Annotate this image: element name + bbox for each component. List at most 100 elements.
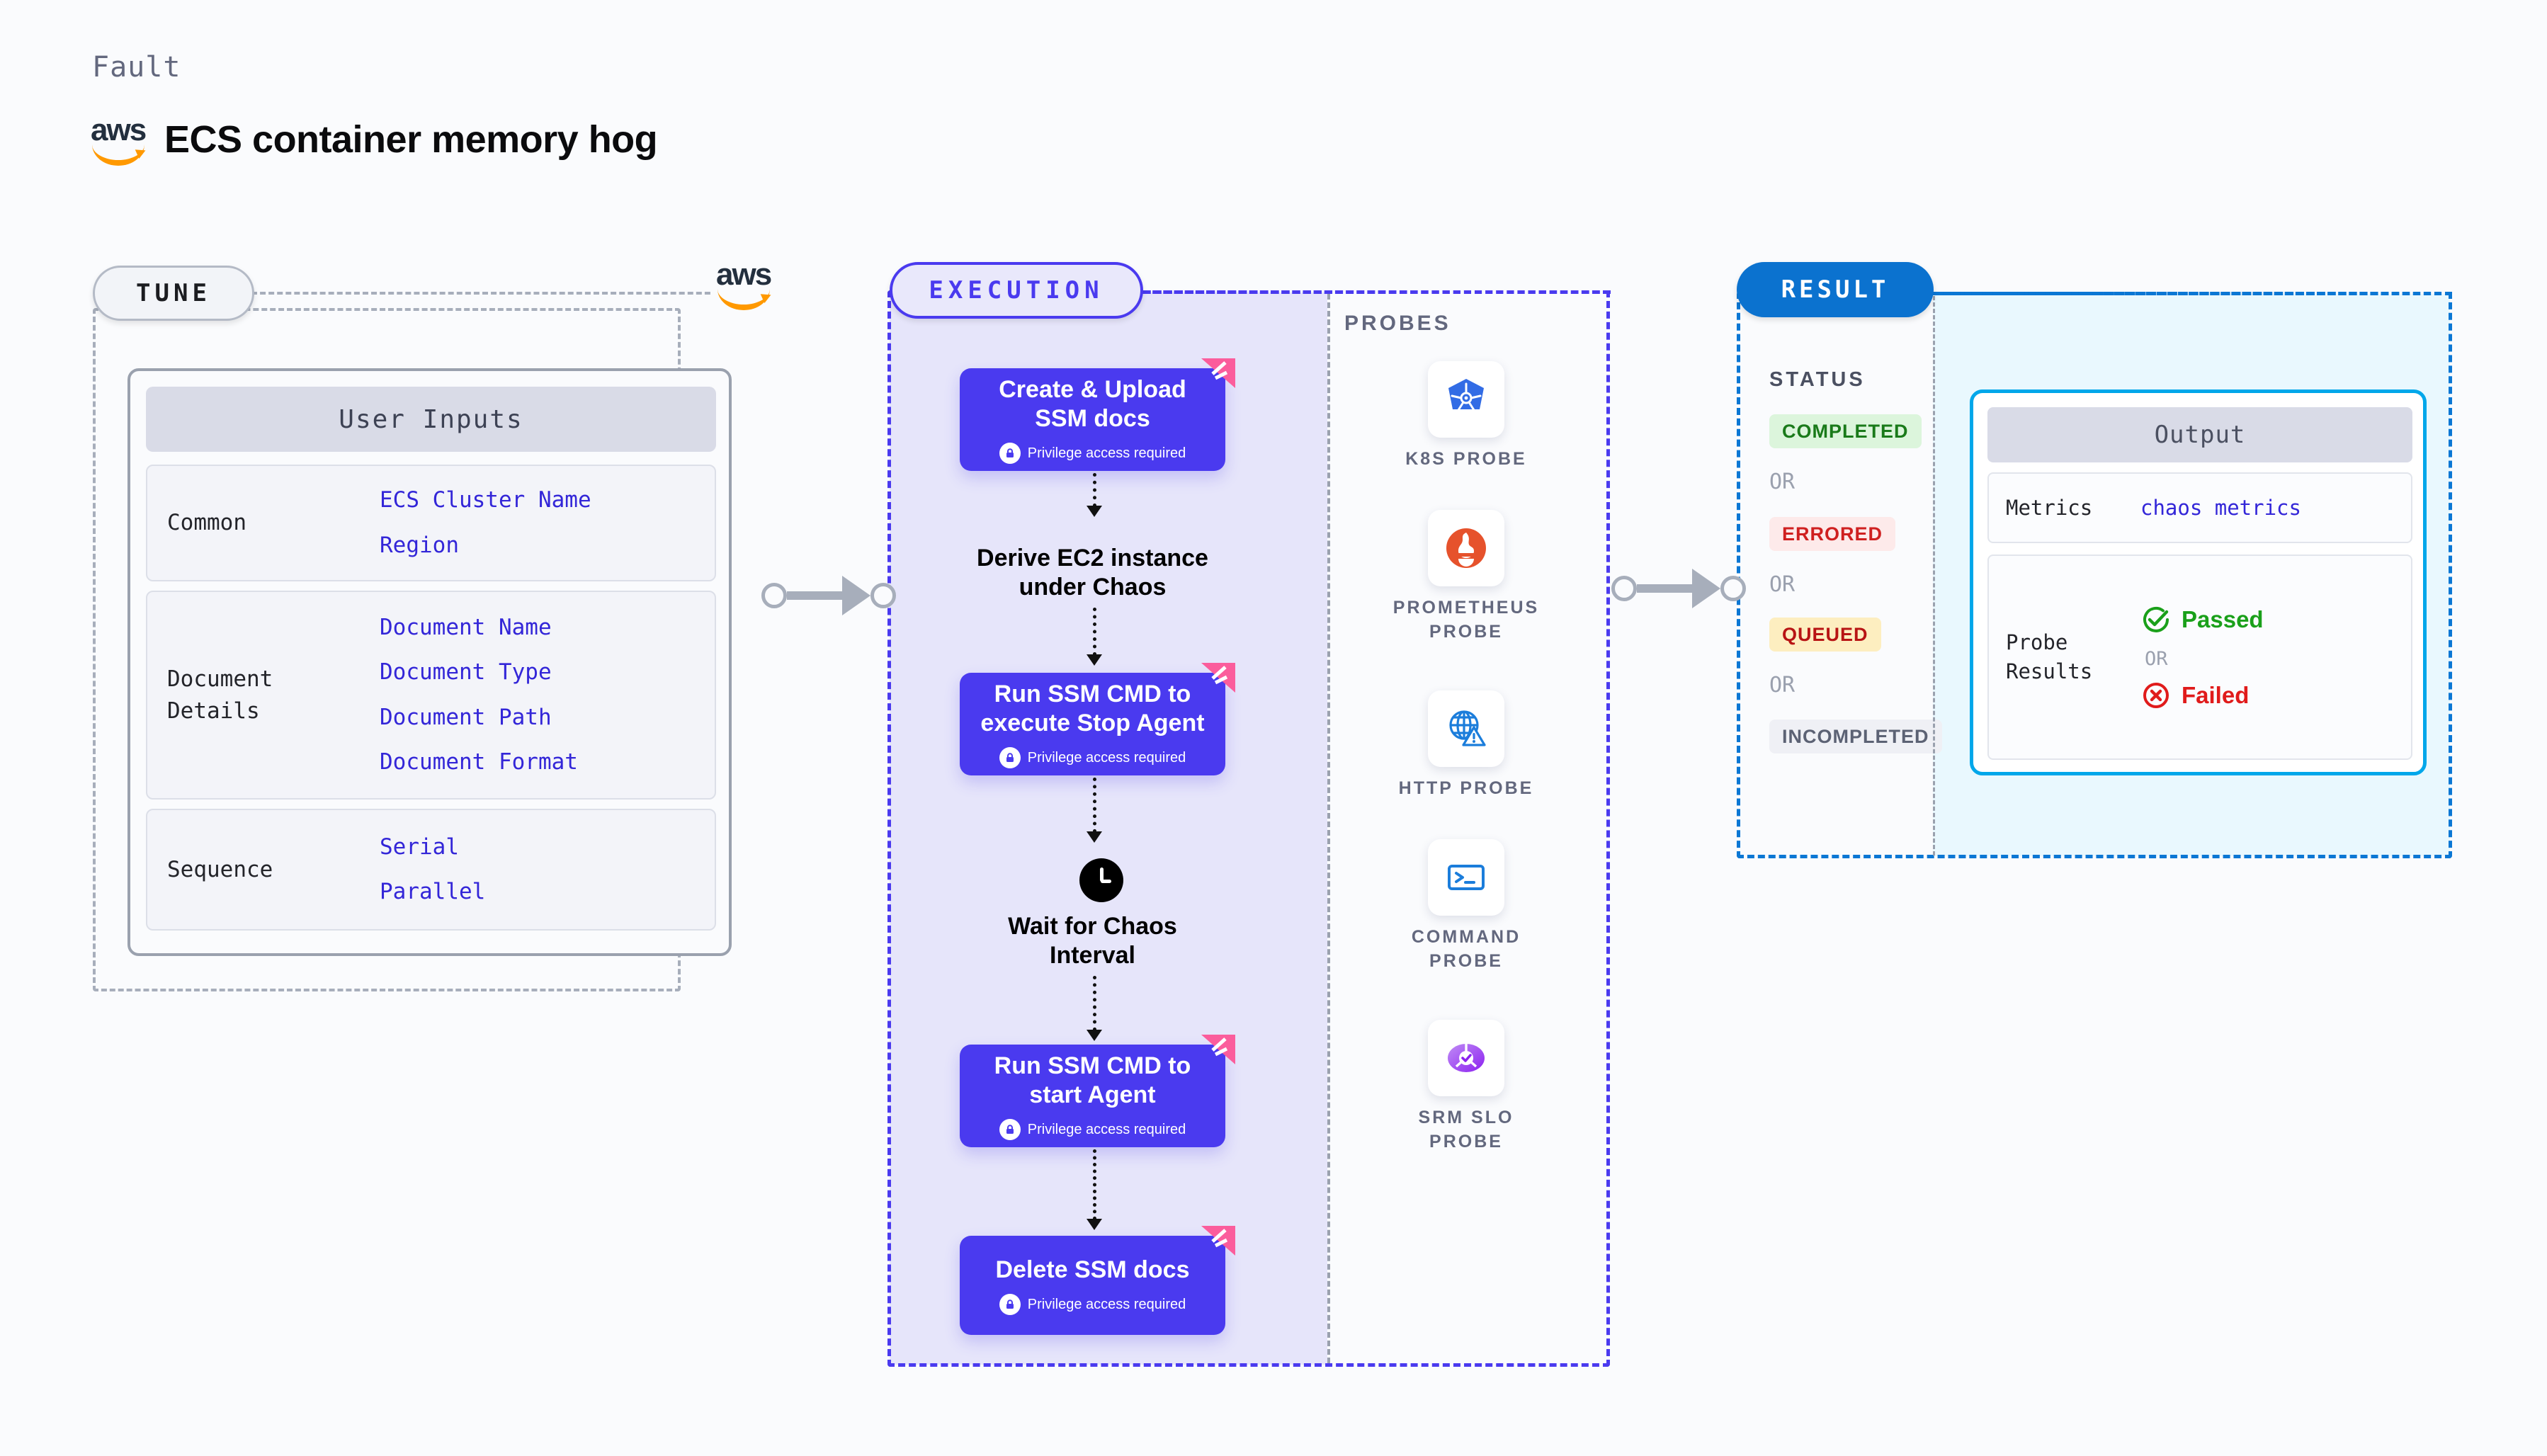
user-inputs-group-sequence: Sequence Serial Parallel [146, 809, 716, 931]
execution-step-card[interactable]: Run SSM CMD to start Agent Privilege acc… [960, 1035, 1235, 1147]
harness-ribbon-icon [1201, 1226, 1235, 1256]
lock-icon [999, 1119, 1021, 1141]
or-separator: OR [1769, 673, 1796, 698]
prometheus-icon [1428, 510, 1504, 586]
probe-label: K8S PROBE [1405, 449, 1527, 469]
x-circle-icon [2143, 682, 2169, 708]
result-divider [1933, 296, 1935, 855]
probe-label: SRM SLO PROBE [1418, 1108, 1514, 1151]
group-value[interactable]: Document Name [380, 615, 552, 641]
probe-result-label: Passed [2182, 605, 2264, 632]
probe-item-srm-slo[interactable]: SRM SLO PROBE [1388, 1020, 1544, 1154]
harness-ribbon-icon [1201, 1035, 1235, 1064]
probe-label: PROMETHEUS PROBE [1392, 598, 1540, 642]
page-eyebrow: Fault [92, 51, 181, 84]
probe-result-label: Failed [2182, 681, 2250, 708]
step-label: Run SSM CMD to execute Stop Agent [980, 680, 1205, 736]
flow-arrow-icon [1087, 1030, 1102, 1041]
execution-step-plain: Derive EC2 instance under Chaos [977, 545, 1208, 601]
execution-pill[interactable]: EXECUTION [890, 262, 1143, 319]
group-label: Common [167, 510, 246, 536]
flow-connector [1093, 1149, 1096, 1220]
output-row-label: Metrics [2006, 495, 2093, 520]
group-label: Document Details [167, 666, 273, 724]
probes-divider [1327, 294, 1330, 1363]
output-card: Output Metrics chaos metrics Probe Resul… [1970, 389, 2427, 775]
flow-connector [1093, 778, 1096, 833]
group-value[interactable]: Parallel [380, 879, 486, 904]
check-circle-icon [2143, 606, 2169, 632]
tune-aws-logo-icon: aws [712, 259, 776, 310]
privilege-label: Privilege access required [1027, 749, 1186, 766]
result-pill[interactable]: RESULT [1737, 262, 1934, 317]
harness-ribbon-icon [1201, 358, 1235, 388]
group-label: Sequence [167, 856, 273, 882]
execution-step-card[interactable]: Delete SSM docs Privilege access require… [960, 1226, 1235, 1335]
probe-item-http[interactable]: HTTP PROBE [1388, 690, 1544, 801]
flow-connector [1093, 608, 1096, 656]
probe-label: HTTP PROBE [1398, 778, 1534, 798]
tune-pill-label: TUNE [136, 279, 211, 307]
probe-label: COMMAND PROBE [1411, 927, 1521, 971]
probe-item-prometheus[interactable]: PROMETHEUS PROBE [1388, 510, 1544, 644]
connector-tune-to-execution [761, 576, 896, 615]
flow-connector [1093, 976, 1096, 1031]
output-row-probe-results: Probe Results Passed OR Failed [1987, 554, 2412, 760]
harness-ribbon-icon [1201, 663, 1235, 693]
step-label: Create & Upload SSM docs [999, 375, 1186, 432]
clock-icon [1079, 858, 1123, 902]
user-inputs-title: User Inputs [339, 404, 523, 434]
flow-arrow-icon [1087, 1219, 1102, 1230]
group-value[interactable]: Document Type [380, 659, 552, 686]
tune-dashed-connector [251, 292, 719, 295]
group-value[interactable]: Document Format [380, 749, 578, 775]
flow-arrow-icon [1087, 831, 1102, 843]
step-label: Delete SSM docs [995, 1256, 1190, 1283]
privilege-label: Privilege access required [1027, 445, 1186, 461]
http-globe-icon [1428, 690, 1504, 767]
group-value[interactable]: Document Path [380, 704, 552, 730]
execution-step-plain: Wait for Chaos Interval [1008, 913, 1177, 969]
output-header: Output [1987, 407, 2412, 462]
page-title-row: aws ECS container memory hog [91, 115, 658, 166]
lock-icon [999, 443, 1021, 465]
group-value[interactable]: Region [380, 532, 459, 558]
tune-pill[interactable]: TUNE [93, 266, 254, 321]
probe-result-failed: Failed [2140, 680, 2264, 711]
output-row-label: Probe Results [2006, 630, 2093, 683]
execution-step-card[interactable]: Create & Upload SSM docs Privilege acces… [960, 358, 1235, 471]
privilege-label: Privilege access required [1027, 1121, 1186, 1137]
execution-pill-label: EXECUTION [929, 276, 1104, 305]
user-inputs-card: User Inputs Common ECS Cluster Name Regi… [127, 368, 732, 956]
user-inputs-group-document-details: Document Details Document Name Document … [146, 591, 716, 800]
kubernetes-icon [1428, 361, 1504, 438]
srm-slo-icon [1428, 1020, 1504, 1096]
output-row-metrics: Metrics chaos metrics [1987, 472, 2412, 543]
status-badge-errored: ERRORED [1769, 517, 1896, 551]
result-pill-label: RESULT [1781, 275, 1890, 304]
lock-icon [999, 1294, 1021, 1316]
status-badge-queued: QUEUED [1769, 618, 1881, 652]
output-row-value[interactable]: chaos metrics [2140, 496, 2301, 520]
or-separator: OR [2145, 647, 2168, 670]
status-badge-completed: COMPLETED [1769, 414, 1922, 448]
privilege-label: Privilege access required [1027, 1296, 1186, 1312]
probes-title: PROBES [1344, 312, 1451, 335]
execution-fill [890, 292, 1327, 1365]
probe-item-k8s[interactable]: K8S PROBE [1388, 361, 1544, 472]
lock-icon [999, 747, 1021, 769]
execution-dashed-connector [1142, 290, 1611, 294]
execution-step-card[interactable]: Run SSM CMD to execute Stop Agent Privil… [960, 663, 1235, 775]
group-value[interactable]: ECS Cluster Name [380, 487, 591, 513]
or-separator: OR [1769, 572, 1796, 597]
privilege-note: Privilege access required [999, 1119, 1186, 1141]
group-value[interactable]: Serial [380, 834, 459, 860]
user-inputs-header: User Inputs [146, 387, 716, 452]
or-separator: OR [1769, 470, 1796, 494]
privilege-note: Privilege access required [999, 443, 1186, 465]
privilege-note: Privilege access required [999, 1294, 1186, 1316]
probe-item-command[interactable]: COMMAND PROBE [1388, 839, 1544, 974]
result-dashed-connector [1932, 292, 2452, 295]
status-title: STATUS [1769, 368, 1866, 391]
connector-execution-to-result [1611, 569, 1746, 608]
